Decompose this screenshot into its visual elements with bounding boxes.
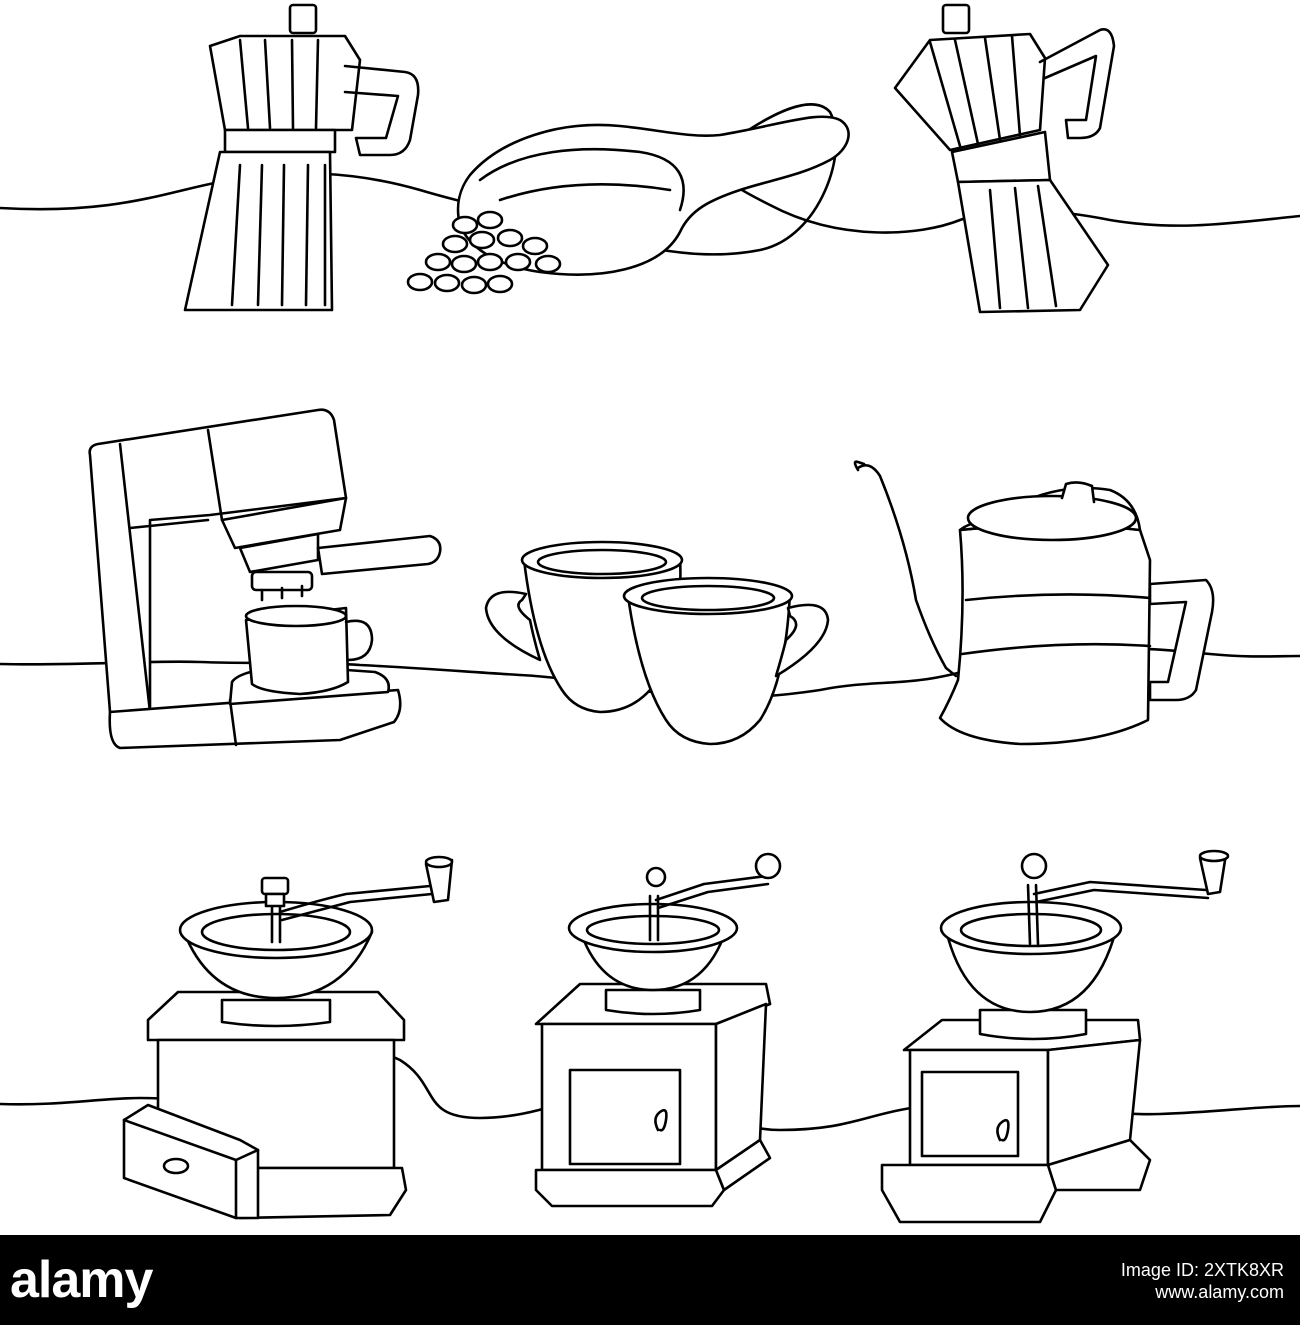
logo-wordmark: alamy [10, 1251, 153, 1309]
coffee-scoop-icon [406, 115, 850, 295]
coffee-beans [406, 210, 562, 295]
site-url: www.alamy.com [1155, 1282, 1284, 1302]
coffee-grinder-icon [534, 852, 782, 1208]
coffee-line-art [0, 3, 1300, 1224]
coffee-grinder-icon [880, 849, 1230, 1224]
moka-pot-icon [893, 3, 1116, 314]
image-id-label: Image ID: 2XTK8XR [1120, 1260, 1284, 1280]
coffee-cups-icon [484, 540, 830, 746]
stock-footer-bar: alamy Image ID: 2XTK8XR www.alamy.com [0, 1235, 1300, 1325]
espresso-machine-icon [88, 408, 442, 750]
alamy-logo[interactable]: alamy [10, 1249, 153, 1311]
gooseneck-kettle-icon [853, 460, 1215, 746]
image-id-block: Image ID: 2XTK8XR www.alamy.com [1121, 1259, 1284, 1303]
moka-pot-icon [183, 3, 420, 312]
coffee-grinder-icon [122, 855, 454, 1220]
